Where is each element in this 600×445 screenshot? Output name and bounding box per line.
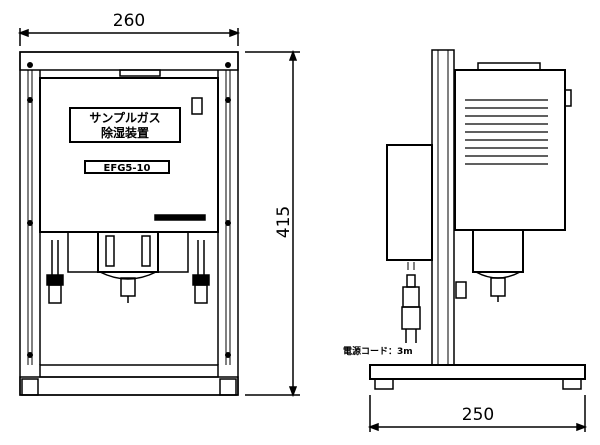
depth-dimension-label: 250 — [462, 405, 494, 425]
nameplate — [154, 214, 206, 221]
model-plate — [84, 160, 170, 174]
power-cord-label: 電源コード：3m — [343, 345, 413, 357]
label-line1: サンプルガス — [89, 110, 160, 125]
label-plate — [69, 107, 181, 143]
model-label: EFG5-10 — [104, 163, 151, 174]
side-view: 電源コード：3m — [343, 49, 586, 390]
height-dimension: 415 — [245, 49, 300, 398]
width-dimension: 260 — [17, 11, 241, 46]
power-switch — [191, 97, 203, 115]
height-dimension-label: 415 — [274, 206, 294, 238]
label-line2: 除湿装置 — [101, 125, 149, 140]
front-view: サンプルガス 除湿装置 EFG5-10 — [19, 51, 239, 396]
depth-dimension: 250 — [367, 395, 588, 432]
width-dimension-label: 260 — [113, 11, 145, 31]
